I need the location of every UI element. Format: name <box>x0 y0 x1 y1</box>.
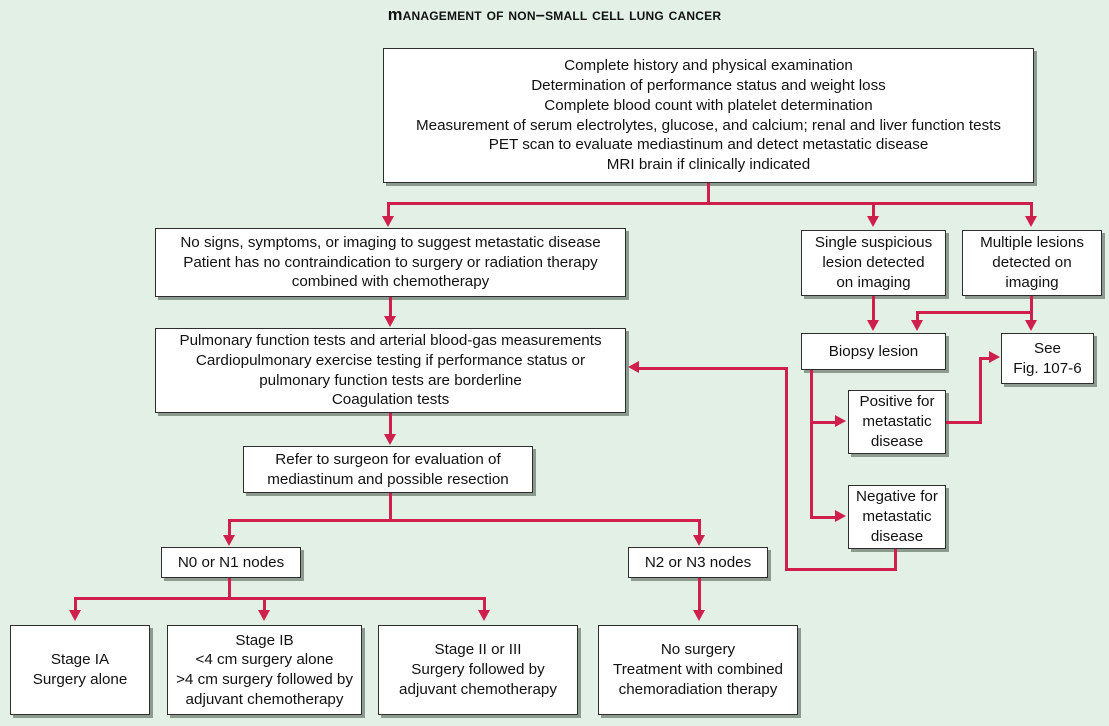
arrowhead-stage-ii-iii <box>477 610 490 621</box>
arrowhead-see-fig-from-multiple <box>1024 320 1037 331</box>
arrowhead-no-signs <box>381 216 394 227</box>
node-see-fig: See Fig. 107-6 <box>1001 333 1094 384</box>
edge-positive-to-see-fig <box>979 357 991 360</box>
edge-biopsy-to-positive <box>810 421 836 424</box>
edge-workup-to-single <box>872 202 875 218</box>
node-positive: Positive for metastatic disease <box>848 390 946 454</box>
node-stage-ia: Stage IA Surgery alone <box>10 625 150 715</box>
arrowhead-multiple-lesions <box>1024 216 1037 227</box>
edge-multiple-to-see-fig <box>1030 311 1033 321</box>
edge-workup-to-no-signs <box>387 202 390 218</box>
arrowhead-n2-n3 <box>692 535 705 546</box>
arrowhead-n0-n1 <box>222 535 235 546</box>
edge-refer-to-n2n3 <box>698 519 701 536</box>
node-no-signs: No signs, symptoms, or imaging to sugges… <box>155 228 626 297</box>
edge-multiple-to-biopsy <box>916 311 919 321</box>
node-refer: Refer to surgeon for evaluation of media… <box>243 446 533 493</box>
node-no-surgery: No surgery Treatment with combined chemo… <box>598 625 798 715</box>
edge-workup-trunk <box>707 183 710 204</box>
edge-n2n3-to-no-surgery <box>698 578 701 611</box>
edge-positive-out <box>946 421 982 424</box>
node-n0-n1: N0 or N1 nodes <box>161 547 301 578</box>
arrowhead-pft <box>383 316 396 327</box>
edge-negative-run <box>785 568 897 571</box>
edge-single-to-biopsy <box>872 296 875 321</box>
arrowhead-stage-ib <box>257 610 270 621</box>
edge-pft-to-refer <box>389 413 392 435</box>
arrowhead-biopsy-from-multiple <box>910 320 923 331</box>
edge-negative-to-pft <box>639 367 787 370</box>
edge-n0n1-bus <box>74 597 485 600</box>
edge-workup-to-multiple <box>1030 202 1033 218</box>
node-negative: Negative for metastatic disease <box>848 485 946 549</box>
arrowhead-negative <box>835 510 846 522</box>
arrowhead-positive <box>835 415 846 427</box>
edge-refer-trunk <box>389 493 392 521</box>
edge-n0n1-to-ia <box>74 597 77 611</box>
edge-n0n1-trunk <box>228 578 231 600</box>
node-workup: Complete history and physical examinatio… <box>383 48 1034 183</box>
edge-multiple-bus <box>916 311 1033 314</box>
node-multiple-lesions: Multiple lesions detected on imaging <box>962 230 1102 296</box>
node-biopsy: Biopsy lesion <box>801 333 946 370</box>
arrowhead-biopsy <box>866 320 879 331</box>
node-stage-ii-iii: Stage II or III Surgery followed by adju… <box>378 625 578 715</box>
arrowhead-stage-ia <box>68 610 81 621</box>
edge-biopsy-to-negative <box>810 516 836 519</box>
edge-biopsy-trunk <box>810 370 813 518</box>
node-stage-ib: Stage IB <4 cm surgery alone >4 cm surge… <box>167 625 362 715</box>
arrowhead-see-fig-from-positive <box>989 351 1000 363</box>
node-pft: Pulmonary function tests and arterial bl… <box>155 328 626 413</box>
arrowhead-no-surgery <box>692 610 705 621</box>
edge-multiple-trunk <box>1030 296 1033 311</box>
page-title: Management of Non–Small Cell Lung Cancer <box>387 6 722 24</box>
edge-negative-riser <box>785 367 788 570</box>
edge-negative-drop <box>894 549 897 571</box>
edge-no-signs-to-pft <box>389 297 392 317</box>
edge-workup-bus <box>387 202 1032 205</box>
edge-n0n1-to-ib <box>263 597 266 611</box>
edge-positive-riser <box>979 357 982 423</box>
node-single-lesion: Single suspicious lesion detected on ima… <box>801 230 946 296</box>
node-n2-n3: N2 or N3 nodes <box>628 547 768 578</box>
arrowhead-pft-from-negative <box>628 361 639 373</box>
edge-refer-to-n0n1 <box>228 519 231 536</box>
edge-n0n1-to-ii-iii <box>483 597 486 611</box>
edge-refer-bus <box>228 519 700 522</box>
arrowhead-single-lesion <box>866 216 879 227</box>
arrowhead-refer <box>383 434 396 445</box>
